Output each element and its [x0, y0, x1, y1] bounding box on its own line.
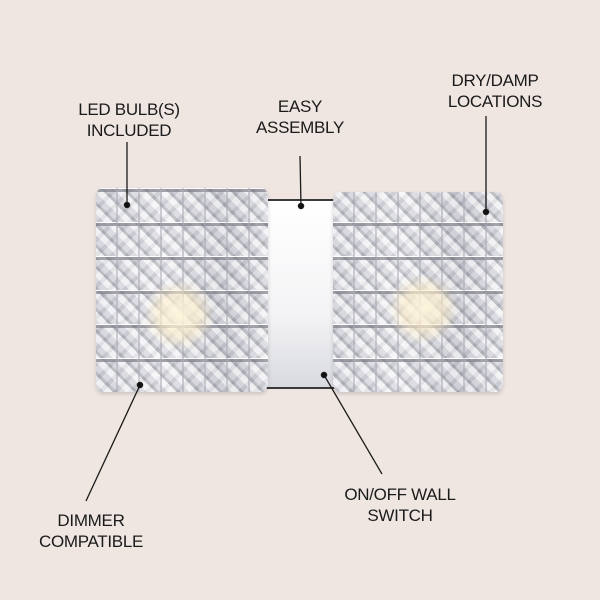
chrome-backplate: [264, 199, 336, 389]
callout-dimmer-line1: DIMMER: [57, 511, 125, 530]
right-bulb-glow: [388, 274, 458, 344]
callout-easy-assembly: EASY ASSEMBLY: [230, 96, 370, 138]
callout-dry-line2: LOCATIONS: [447, 92, 543, 111]
easy-leader-dot: [297, 202, 305, 210]
dimmer-leader-line: [85, 384, 141, 502]
easy-leader-line: [299, 155, 302, 207]
callout-switch-line2: SWITCH: [367, 506, 433, 525]
led-leader-dot: [123, 201, 131, 209]
callout-switch-line1: ON/OFF WALL: [344, 485, 456, 504]
callout-easy-line1: EASY: [277, 97, 323, 116]
callout-led-line1: LED BULB(S): [78, 100, 180, 119]
callout-easy-line2: ASSEMBLY: [256, 118, 344, 137]
callout-led-line2: INCLUDED: [86, 121, 172, 140]
callout-dimmer-line2: COMPATIBLE: [38, 532, 144, 551]
switch-leader-line: [323, 374, 383, 475]
callout-dry-damp: DRY/DAMP LOCATIONS: [430, 70, 560, 112]
right-crystal-shade: [333, 192, 503, 392]
left-crystal-shade: [96, 188, 268, 392]
dimmer-leader-dot: [136, 381, 144, 389]
callout-dry-line1: DRY/DAMP: [451, 71, 539, 90]
dry-leader-dot: [482, 208, 490, 216]
left-bulb-glow: [144, 280, 214, 350]
callout-led-bulbs: LED BULB(S) INCLUDED: [44, 99, 214, 141]
callout-dimmer: DIMMER COMPATIBLE: [16, 510, 166, 552]
switch-leader-dot: [320, 371, 328, 379]
callout-on-off-switch: ON/OFF WALL SWITCH: [325, 484, 475, 526]
